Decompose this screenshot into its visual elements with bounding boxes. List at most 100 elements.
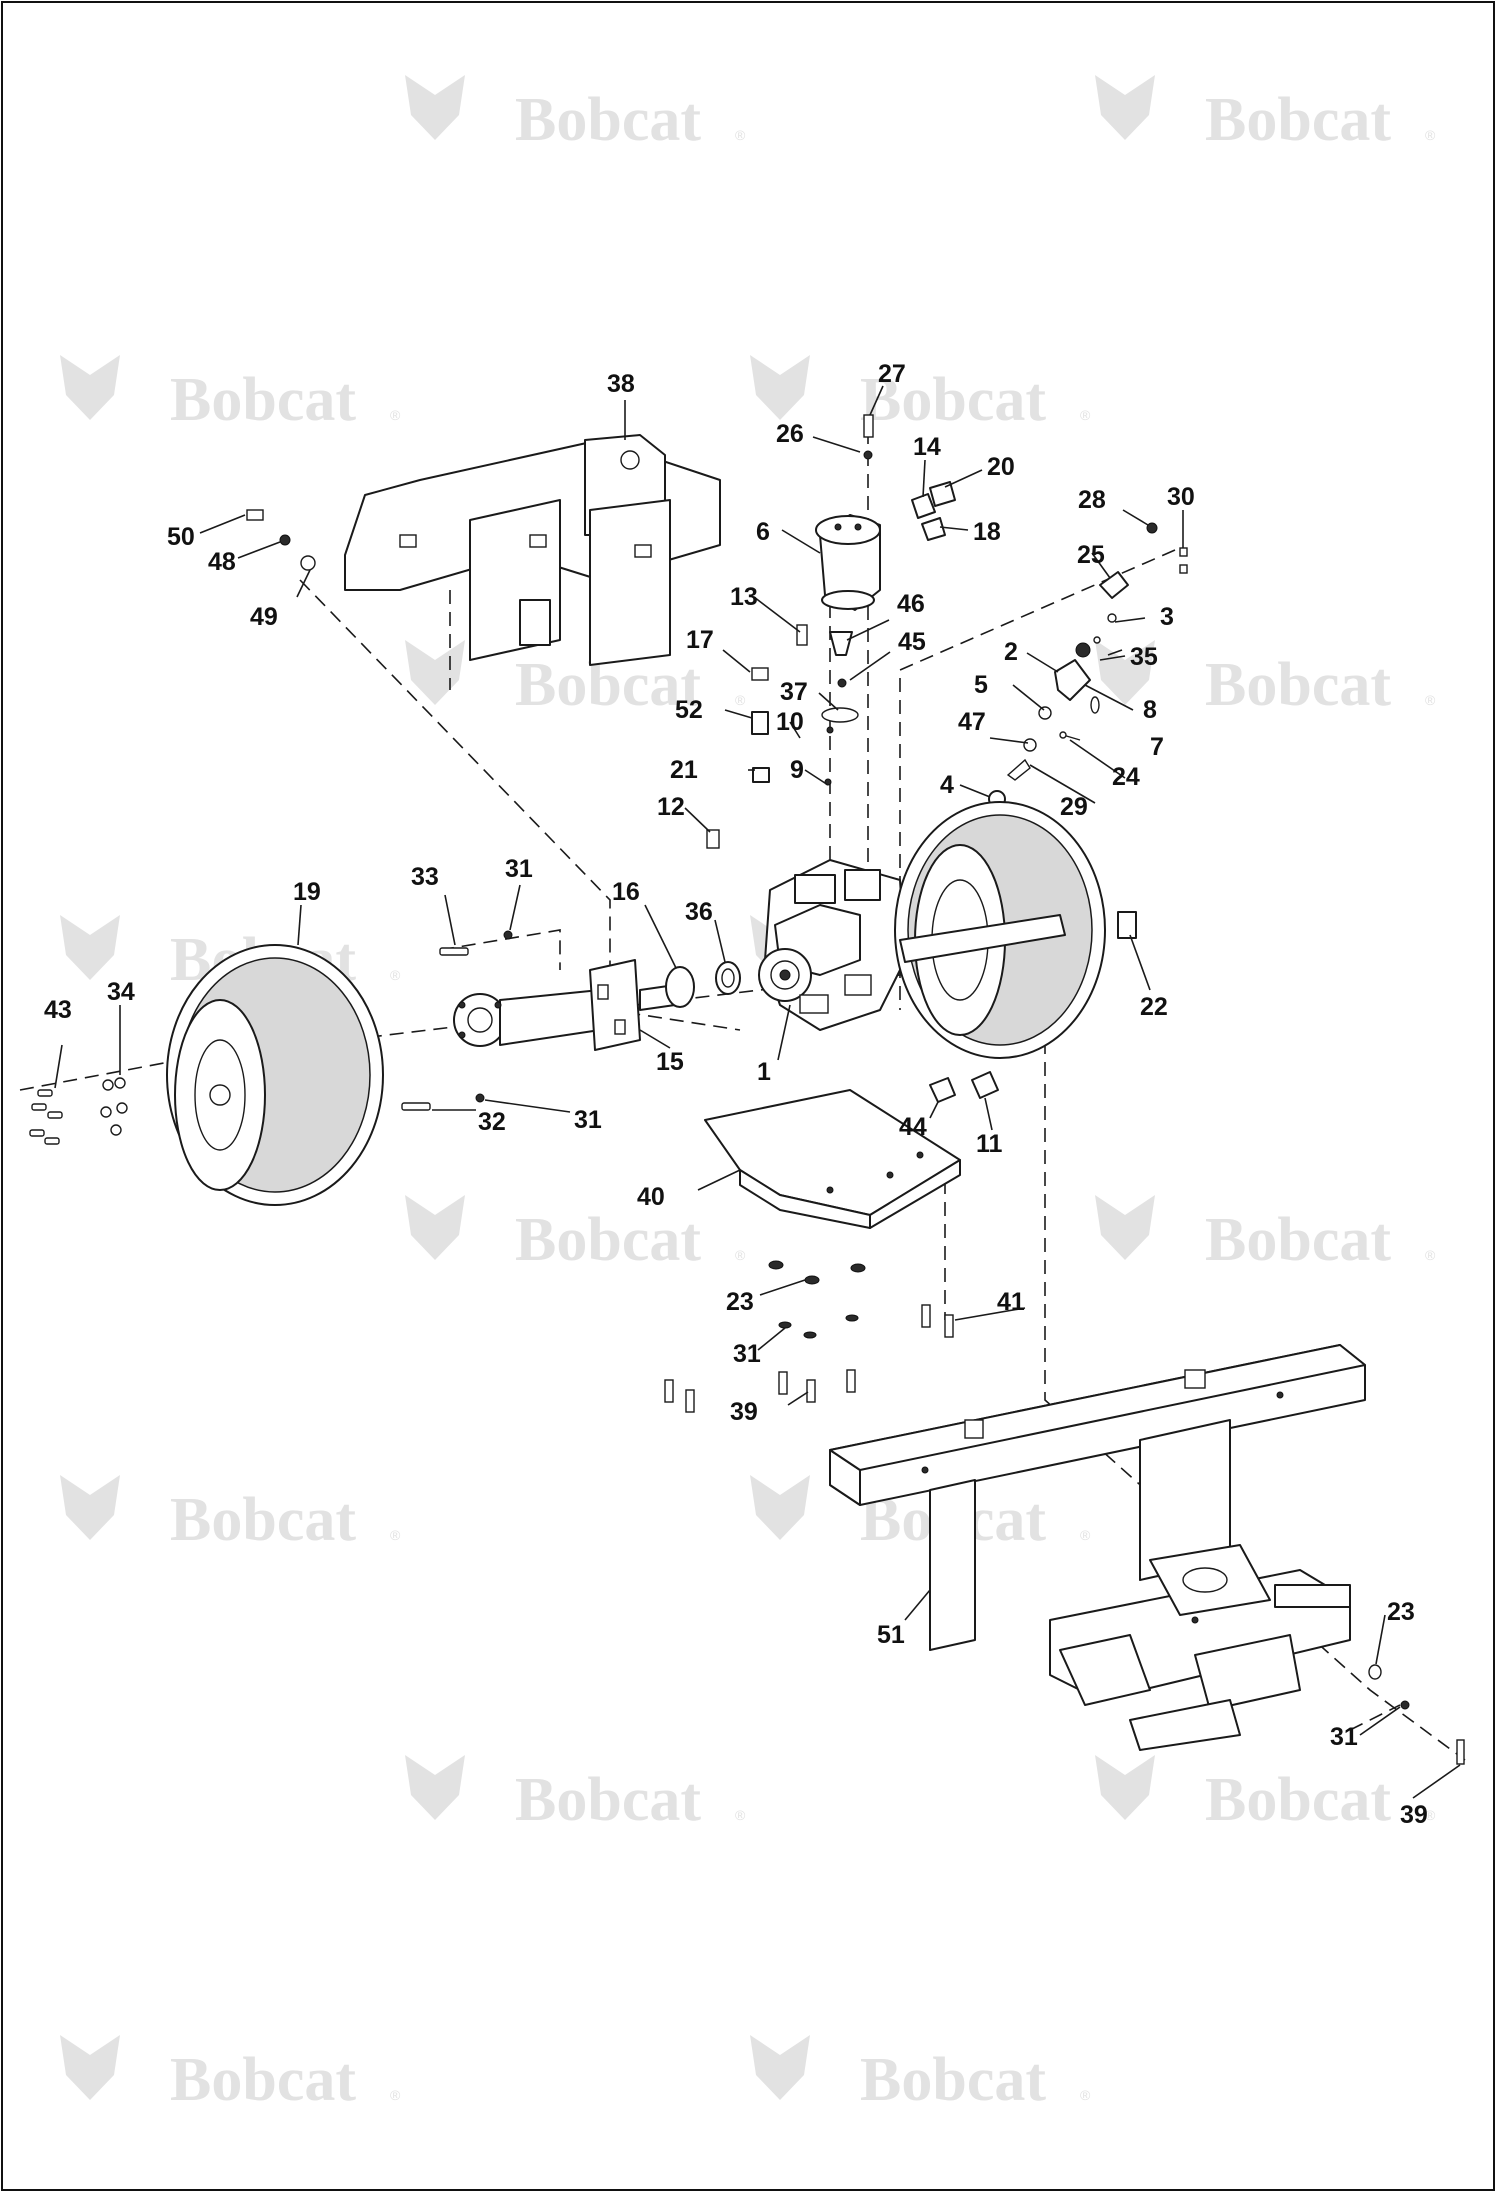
- part-40-skid-plate: [704, 1089, 961, 1229]
- callout-3: 3: [1160, 603, 1174, 631]
- callout-26: 26: [776, 420, 804, 448]
- watermark-2: Bobcat ®: [1095, 75, 1436, 154]
- callout-38: 38: [607, 370, 635, 398]
- callout-6: 6: [756, 518, 770, 546]
- part-38-upper-frame: [344, 434, 721, 666]
- watermark-text: Bobcat: [170, 2046, 356, 2114]
- callout-15: 15: [656, 1048, 684, 1076]
- callout-37: 37: [780, 678, 808, 706]
- callout-36: 36: [685, 898, 713, 926]
- callout-33: 33: [411, 863, 439, 891]
- watermark-text: Bobcat: [860, 366, 1046, 434]
- bobcat-logo-icon: [750, 2035, 810, 2100]
- callout-16: 16: [612, 878, 640, 906]
- callout-23a: 23: [726, 1288, 754, 1316]
- bobcat-logo-icon: [60, 355, 120, 420]
- bobcat-logo-icon: [1095, 75, 1155, 140]
- bobcat-logo-icon: [1095, 640, 1155, 705]
- watermark-mark: ®: [735, 692, 746, 708]
- callout-31a: 31: [505, 855, 533, 883]
- callout-24: 24: [1112, 763, 1140, 791]
- watermark-text: Bobcat: [860, 2046, 1046, 2114]
- watermark-10: Bobcat ®: [1095, 1195, 1436, 1274]
- callout-25: 25: [1077, 541, 1105, 569]
- watermark-mark: ®: [390, 407, 401, 423]
- callout-9: 9: [790, 756, 804, 784]
- watermark-3: Bobcat ®: [60, 355, 401, 434]
- bobcat-logo-icon: [405, 1755, 465, 1820]
- frame-hardware-right: [1368, 1664, 1465, 1765]
- callout-21: 21: [670, 756, 698, 784]
- watermark-11: Bobcat ®: [60, 1475, 401, 1554]
- watermark-mark: ®: [390, 1527, 401, 1543]
- watermark-15: Bobcat ®: [60, 2035, 401, 2114]
- callout-17: 17: [686, 626, 714, 654]
- watermark-text: Bobcat: [170, 1486, 356, 1554]
- callout-30: 30: [1167, 483, 1195, 511]
- callout-8: 8: [1143, 696, 1157, 724]
- bobcat-logo-icon: [1095, 1195, 1155, 1260]
- callout-4: 4: [940, 771, 954, 799]
- callout-32: 32: [478, 1108, 506, 1136]
- callout-31c: 31: [733, 1340, 761, 1368]
- watermark-mark: ®: [735, 1247, 746, 1263]
- callout-49: 49: [250, 603, 278, 631]
- callout-52: 52: [675, 696, 703, 724]
- callout-35: 35: [1130, 643, 1158, 671]
- watermark-mark: ®: [735, 1807, 746, 1823]
- bobcat-logo-icon: [405, 1195, 465, 1260]
- callout-10: 10: [776, 708, 804, 736]
- callout-45: 45: [898, 628, 926, 656]
- watermark-text: Bobcat: [515, 1206, 701, 1274]
- watermark-1: Bobcat ®: [405, 75, 746, 154]
- callout-31b: 31: [574, 1106, 602, 1134]
- callout-39b: 39: [1400, 1801, 1428, 1829]
- watermark-mark: ®: [735, 127, 746, 143]
- watermark-text: Bobcat: [1205, 86, 1391, 154]
- callout-50: 50: [167, 523, 195, 551]
- watermark-16: Bobcat ®: [750, 2035, 1091, 2114]
- watermark-mark: ®: [1080, 1527, 1091, 1543]
- bobcat-logo-icon: [405, 75, 465, 140]
- bobcat-logo-icon: [60, 915, 120, 980]
- watermark-mark: ®: [1425, 692, 1436, 708]
- part-51-lower-frame: [829, 1344, 1366, 1751]
- watermark-text: Bobcat: [170, 366, 356, 434]
- bobcat-logo-icon: [750, 355, 810, 420]
- callout-14: 14: [913, 433, 941, 461]
- watermark-text: Bobcat: [1205, 1766, 1391, 1834]
- watermark-mark: ®: [1425, 1807, 1436, 1823]
- callout-labels: 38 27 26 14 20 6 18 28 30 50 48 49 25 13…: [44, 360, 1428, 1829]
- watermark-mark: ®: [1425, 127, 1436, 143]
- callout-40: 40: [637, 1183, 665, 1211]
- callout-7: 7: [1150, 733, 1164, 761]
- axle-hardware-31-32-33: [401, 930, 513, 1111]
- part-15-axle: [453, 959, 676, 1051]
- bobcat-logo-icon: [750, 1475, 810, 1540]
- callout-23b: 23: [1387, 1598, 1415, 1626]
- left-hardware-50-48-49: [246, 509, 316, 571]
- watermark-text: Bobcat: [515, 1766, 701, 1834]
- part-6-pump: [815, 514, 881, 611]
- left-wheel-19: [166, 944, 384, 1206]
- watermark-mark: ®: [1080, 2087, 1091, 2103]
- watermark-9: Bobcat ®: [405, 1195, 746, 1274]
- callout-46: 46: [897, 590, 925, 618]
- callout-2: 2: [1004, 638, 1018, 666]
- callout-31d: 31: [1330, 1723, 1358, 1751]
- callout-18: 18: [973, 518, 1001, 546]
- right-linkage-hardware: [988, 522, 1188, 808]
- watermark-4: Bobcat ®: [750, 355, 1091, 434]
- watermark-mark: ®: [390, 967, 401, 983]
- watermark-text: Bobcat: [515, 86, 701, 154]
- callout-48: 48: [208, 548, 236, 576]
- bobcat-logo-icon: [60, 2035, 120, 2100]
- watermark-mark: ®: [1425, 1247, 1436, 1263]
- bobcat-logo-icon: [405, 640, 465, 705]
- watermark-text: Bobcat: [1205, 651, 1391, 719]
- watermark-mark: ®: [1080, 407, 1091, 423]
- callout-41: 41: [997, 1288, 1025, 1316]
- callout-34: 34: [107, 978, 135, 1006]
- callout-27: 27: [878, 360, 906, 388]
